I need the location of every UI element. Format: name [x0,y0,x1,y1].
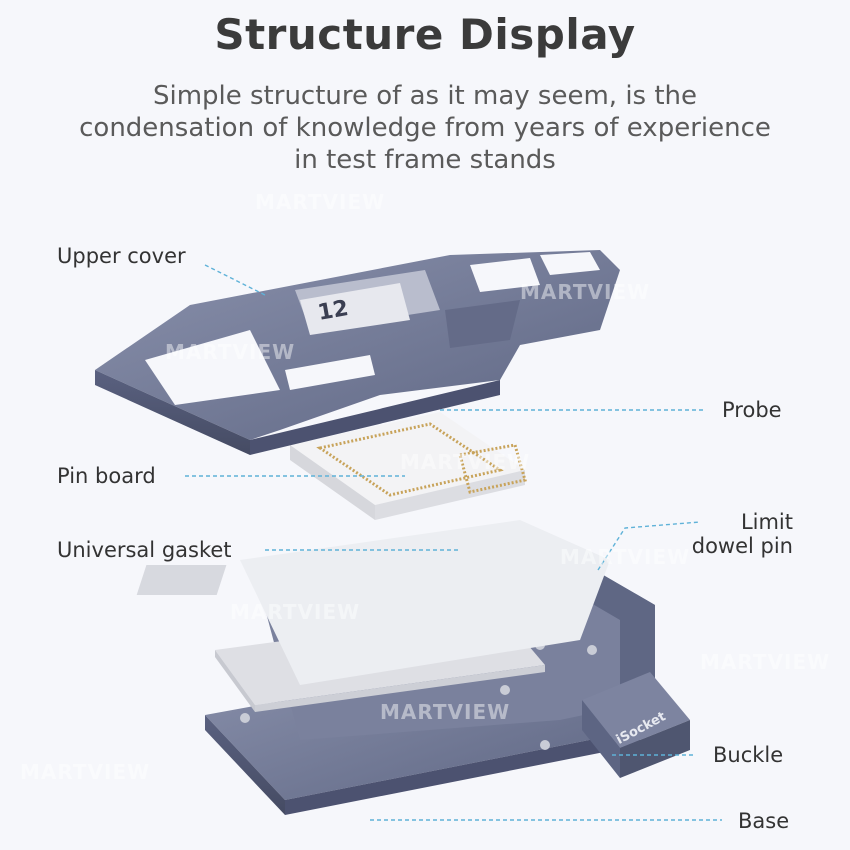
label-limit-dowel-pin: Limit dowel pin [680,510,793,558]
model-number: 12 [316,296,351,326]
screw-1 [240,713,250,723]
watermark: MARTVIEW [700,650,831,674]
watermark: MARTVIEW [560,545,691,569]
model-label-plate [300,283,410,335]
upper-cover-part: 12 [95,250,620,455]
label-limit-dowel-pin-line-2: dowel pin [691,534,793,558]
universal-gasket-part [136,520,610,712]
label-pin-board: Pin board [57,464,156,488]
label-base: Base [738,809,790,833]
label-buckle: Buckle [713,743,784,767]
watermark: MARTVIEW [230,600,361,624]
probe-array-2 [458,443,527,494]
label-probe: Probe [722,398,782,422]
buckle-part: iSocket [582,672,690,778]
watermark: MARTVIEW [20,760,151,784]
leader-lines [185,264,722,821]
probe-array [316,422,504,497]
screw-2 [540,740,550,750]
watermark: MARTVIEW [255,190,386,214]
leader-upper-cover [204,264,266,296]
subtitle-line-1: Simple structure of as it may seem, is t… [152,81,698,111]
page-subtitle: Simple structure of as it may seem, is t… [60,80,790,176]
limit-pin-4 [587,645,597,655]
leader-limit-dowel-pin [597,521,701,571]
pin-board-part [290,412,527,520]
limit-pin-2 [500,685,510,695]
watermark: MARTVIEW [400,450,531,474]
label-universal-gasket: Universal gasket [57,538,232,562]
page-title: Structure Display [214,10,636,59]
watermark: MARTVIEW [520,280,651,304]
subtitle-line-2: condensation of knowledge from years of … [79,113,771,143]
label-upper-cover: Upper cover [57,244,186,268]
label-limit-dowel-pin-line-1: Limit [740,510,793,534]
watermark: MARTVIEW [165,340,296,364]
subtitle-line-3: in test frame stands [294,145,556,175]
watermark: MARTVIEW [380,700,511,724]
